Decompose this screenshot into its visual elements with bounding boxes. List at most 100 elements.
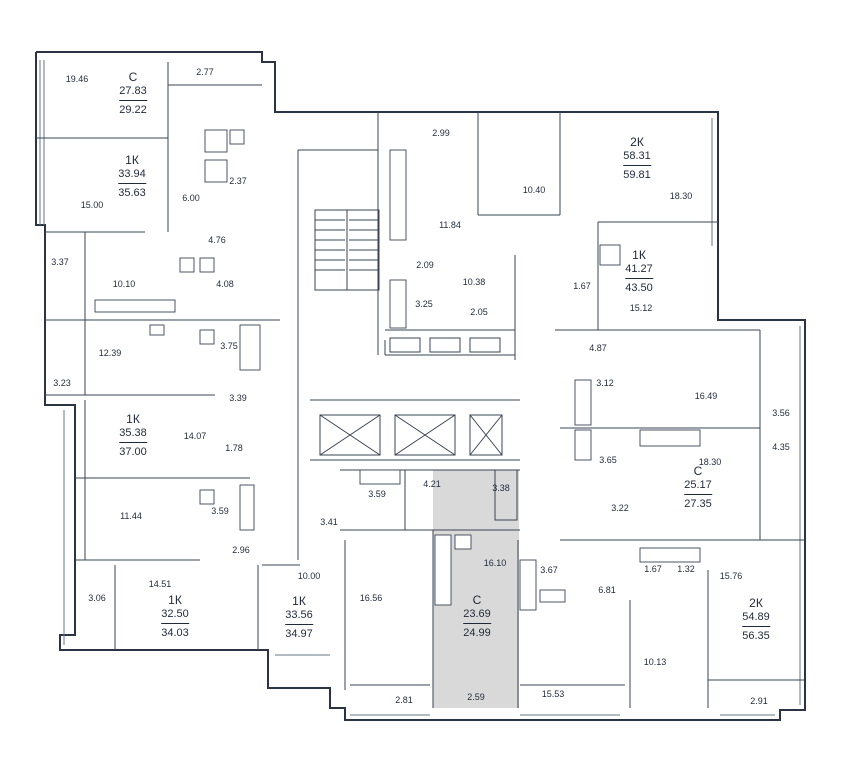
room-area: 3.38 — [492, 483, 510, 493]
unit-living-area: 58.31 — [623, 150, 651, 162]
room-area: 10.00 — [297, 571, 321, 581]
room-area: 3.06 — [88, 593, 106, 603]
unit-type: С — [693, 464, 703, 478]
unit-total-area: 35.63 — [118, 183, 146, 200]
unit-type: 2К — [749, 596, 763, 610]
unit-type: 1К — [168, 593, 182, 607]
unit-living-area: 41.27 — [625, 263, 653, 275]
room-area: 2.99 — [432, 128, 450, 138]
room-area: 3.56 — [772, 408, 790, 418]
unit-living-area: 25.17 — [684, 479, 712, 491]
room-area: 4.87 — [589, 343, 607, 353]
room-area: 2.81 — [395, 695, 413, 705]
room-area: 4.21 — [423, 479, 441, 489]
room-area: 19.46 — [65, 74, 89, 84]
room-area: 10.13 — [643, 657, 667, 667]
room-area: 2.77 — [196, 67, 214, 77]
room-area: 2.05 — [470, 307, 488, 317]
unit-living-area: 27.83 — [119, 85, 147, 97]
unit-living-area: 23.69 — [463, 608, 491, 620]
room-area: 15.76 — [719, 571, 743, 581]
room-area: 4.35 — [772, 442, 790, 452]
balconies — [384, 337, 518, 521]
room-area: 3.75 — [220, 341, 238, 351]
room-area: 11.44 — [120, 511, 142, 521]
unit-type: 1К — [292, 594, 306, 608]
room-area: 10.40 — [522, 185, 546, 195]
outer-walls — [35, 51, 806, 721]
room-area: 3.67 — [540, 565, 558, 575]
unit-label-u6: 2К 58.31 59.81 — [623, 135, 651, 182]
unit-living-area: 35.38 — [119, 427, 147, 439]
room-area: 1.67 — [573, 281, 591, 291]
unit-type: 1К — [125, 153, 139, 167]
unit-label-u3: 1К 35.38 37.00 — [119, 412, 147, 459]
room-area: 3.37 — [51, 257, 69, 267]
room-area: 4.76 — [208, 235, 226, 245]
unit-label-u9: С 23.69 24.99 — [463, 593, 491, 640]
unit-total-area: 59.81 — [623, 165, 651, 182]
room-area: 2.59 — [467, 692, 485, 702]
fixtures — [94, 129, 701, 611]
unit-total-area: 29.22 — [119, 100, 147, 117]
unit-total-area: 34.97 — [285, 624, 313, 641]
room-area: 10.10 — [112, 279, 136, 289]
unit-total-area: 34.03 — [161, 623, 189, 640]
room-area: 3.23 — [53, 378, 71, 388]
interior-walls — [36, 62, 805, 708]
room-area: 18.30 — [669, 191, 693, 201]
room-area: 2.09 — [416, 260, 434, 270]
room-area: 15.12 — [629, 303, 653, 313]
room-area: 3.59 — [368, 489, 386, 499]
unit-total-area: 43.50 — [625, 278, 653, 295]
room-area: 2.91 — [750, 696, 768, 706]
room-area: 1.67 — [644, 564, 662, 574]
unit-label-u10: 2К 54.89 56.35 — [742, 596, 770, 643]
room-area: 2.37 — [229, 176, 247, 186]
room-area: 15.53 — [541, 689, 565, 699]
unit-type: 1К — [126, 412, 140, 426]
room-area: 4.08 — [216, 279, 234, 289]
room-area: 11.84 — [439, 220, 461, 230]
room-area: 2.96 — [232, 545, 250, 555]
room-area: 10.38 — [462, 277, 486, 287]
unit-label-u5: 1К 33.56 34.97 — [285, 594, 313, 641]
unit-living-area: 54.89 — [742, 611, 770, 623]
elevators — [319, 414, 503, 456]
room-area: 3.12 — [596, 378, 614, 388]
room-area: 16.56 — [359, 593, 383, 603]
room-area: 16.49 — [694, 391, 718, 401]
unit-label-u4: 1К 32.50 34.03 — [161, 593, 189, 640]
room-area: 3.22 — [611, 503, 629, 513]
unit-living-area: 33.56 — [285, 609, 313, 621]
room-area: 6.81 — [598, 585, 616, 595]
unit-living-area: 32.50 — [161, 608, 189, 620]
room-area: 14.07 — [183, 431, 207, 441]
unit-type: 2К — [630, 135, 644, 149]
room-area: 1.78 — [225, 443, 243, 453]
unit-total-area: 37.00 — [119, 442, 147, 459]
unit-living-area: 33.94 — [118, 168, 146, 180]
room-area: 3.65 — [599, 455, 617, 465]
unit-total-area: 27.35 — [684, 494, 712, 511]
unit-total-area: 56.35 — [742, 626, 770, 643]
unit-type: 1К — [632, 248, 646, 262]
room-area: 18.30 — [698, 457, 722, 467]
stairwell — [314, 209, 380, 291]
room-area: 3.25 — [415, 299, 433, 309]
room-area: 3.41 — [320, 517, 338, 527]
unit-type: С — [128, 70, 138, 84]
room-area: 12.39 — [98, 348, 122, 358]
unit-label-u1: С 27.83 29.22 — [119, 70, 147, 117]
room-area: 3.59 — [211, 506, 229, 516]
room-area: 14.51 — [148, 579, 172, 589]
unit-label-u8: С 25.17 27.35 — [684, 464, 712, 511]
unit-type: С — [472, 593, 482, 607]
unit-label-u7: 1К 41.27 43.50 — [625, 248, 653, 295]
room-area: 3.39 — [229, 393, 247, 403]
room-area: 15.00 — [80, 200, 104, 210]
unit-total-area: 24.99 — [463, 623, 491, 640]
room-area: 16.10 — [483, 558, 507, 568]
room-area: 6.00 — [182, 193, 200, 203]
